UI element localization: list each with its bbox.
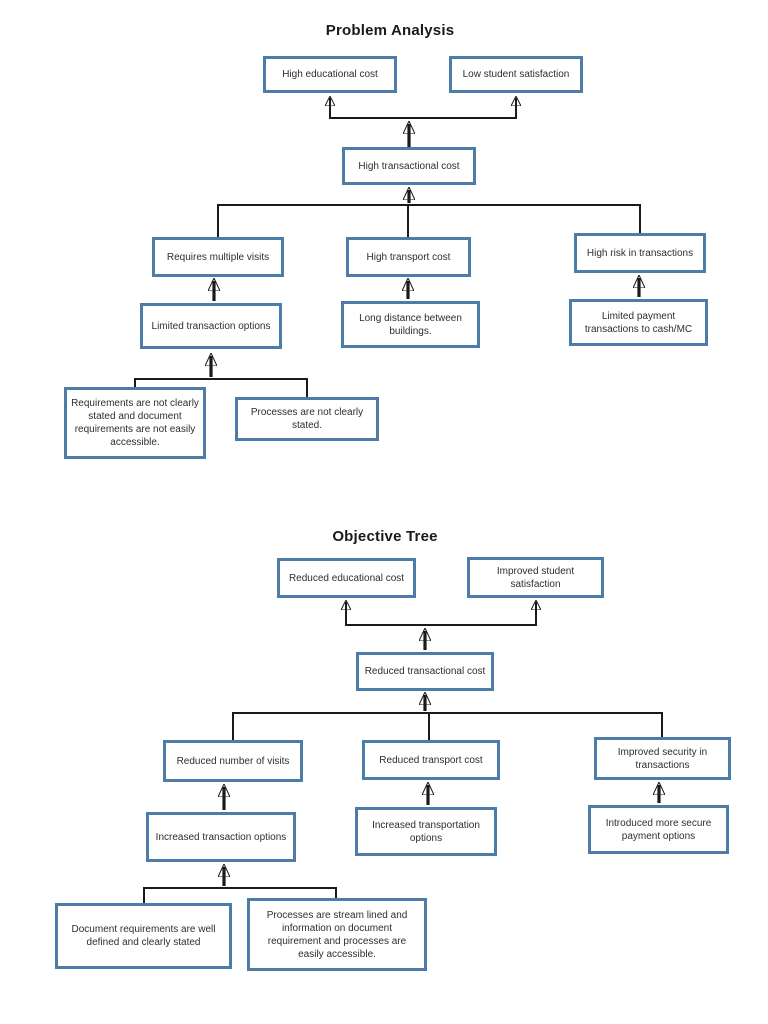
- problem-tree-title: Problem Analysis: [325, 22, 455, 39]
- objective-node-improved-security-in-transactions: Improved security in transactions: [594, 737, 731, 780]
- objective-tree-connectors: [143, 602, 663, 903]
- problem-node-low-student-satisfaction: Low student satisfaction: [449, 56, 583, 93]
- problem-tree-connectors: [134, 98, 641, 398]
- objective-node-reduced-number-of-visits: Reduced number of visits: [163, 740, 303, 782]
- objective-node-reduced-transactional-cost: Reduced transactional cost: [356, 652, 494, 691]
- objective-node-processes-streamlined: Processes are stream lined and informati…: [247, 898, 427, 971]
- objective-node-increased-transportation-options: Increased transportation options: [355, 807, 497, 856]
- problem-node-high-educational-cost: High educational cost: [263, 56, 397, 93]
- problem-node-limited-payment-transactions: Limited payment transactions to cash/MC: [569, 299, 708, 346]
- objective-node-increased-transaction-options: Increased transaction options: [146, 812, 296, 862]
- problem-node-requirements-not-clearly-stated: Requirements are not clearly stated and …: [64, 387, 206, 459]
- problem-node-high-transactional-cost: High transactional cost: [342, 147, 476, 185]
- problem-node-limited-transaction-options: Limited transaction options: [140, 303, 282, 349]
- objective-node-improved-student-satisfaction: Improved student satisfaction: [467, 557, 604, 598]
- objective-node-reduced-transport-cost: Reduced transport cost: [362, 740, 500, 780]
- problem-node-high-risk-in-transactions: High risk in transactions: [574, 233, 706, 273]
- objective-tree-title: Objective Tree: [332, 528, 438, 545]
- problem-node-high-transport-cost: High transport cost: [346, 237, 471, 277]
- problem-node-requires-multiple-visits: Requires multiple visits: [152, 237, 284, 277]
- objective-node-introduced-more-secure-payment-options: Introduced more secure payment options: [588, 805, 729, 854]
- objective-node-reduced-educational-cost: Reduced educational cost: [277, 558, 416, 598]
- problem-node-processes-not-clearly-stated: Processes are not clearly stated.: [235, 397, 379, 441]
- problem-node-long-distance-between-buildings: Long distance between buildings.: [341, 301, 480, 348]
- objective-node-document-requirements-well-defined: Document requirements are well defined a…: [55, 903, 232, 969]
